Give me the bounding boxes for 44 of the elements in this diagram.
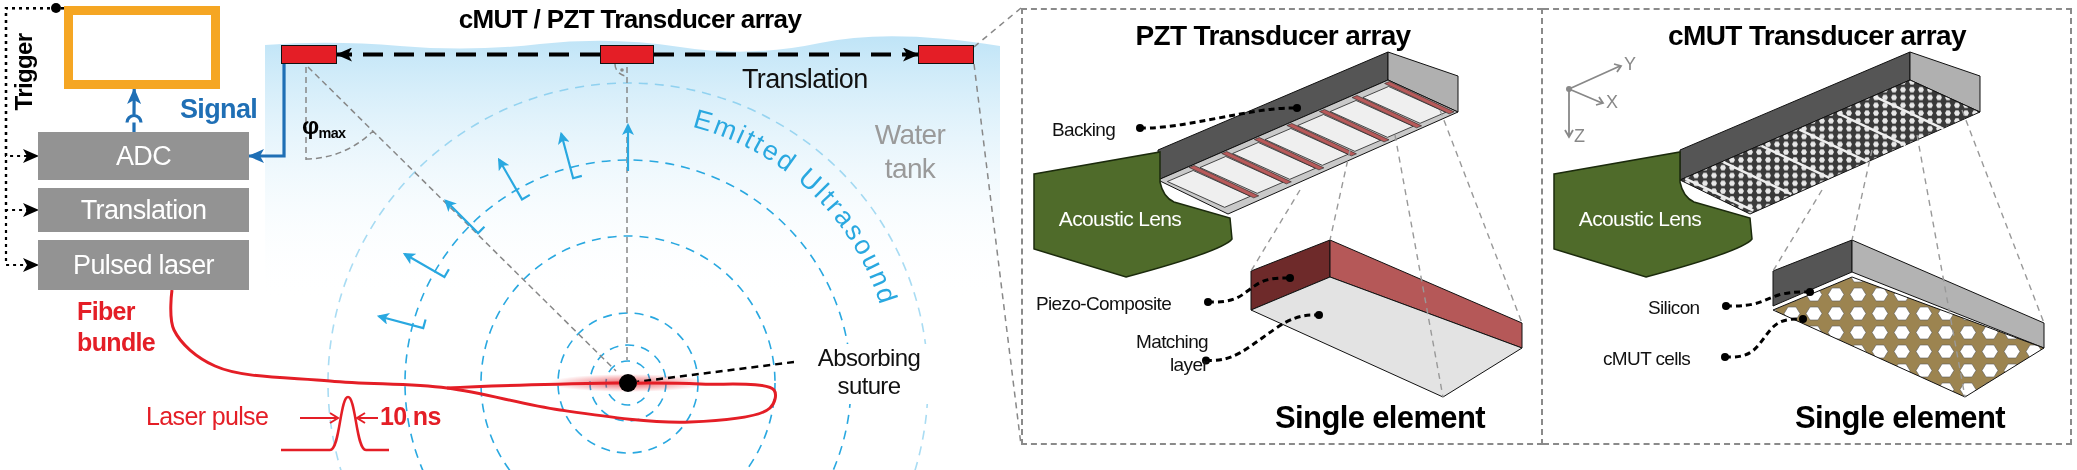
edge-label: Translation: [742, 64, 868, 95]
annotation-text: Laser pulse: [146, 402, 270, 432]
fiber-cable: [169, 289, 777, 424]
leader-line: [1721, 315, 1807, 361]
instrument-module: ADC: [38, 132, 249, 180]
annotation-text: Trigger: [9, 32, 38, 113]
leader-line: [1722, 288, 1814, 310]
transducer-element: [918, 45, 974, 64]
panel-title: cMUT Transducer array: [1668, 20, 1966, 52]
part-label: Piezo-Composite: [1036, 292, 1210, 316]
leader-line: [1136, 104, 1301, 132]
instrument-module: Translation: [38, 188, 249, 232]
arrow: [654, 47, 919, 62]
instrument-module: Pulsed laser: [38, 240, 249, 290]
axis-label: X: [1606, 92, 1619, 112]
panel-title: PZT Transducer array: [1135, 20, 1411, 52]
axis-label: Z: [1574, 126, 1586, 146]
annotation-text: cMUT / PZT Transducer array: [457, 4, 803, 36]
leader-line: [1202, 311, 1323, 365]
software-frame: [64, 6, 220, 89]
part-label: Silicon: [1648, 296, 1726, 320]
arrow: [4, 6, 64, 272]
arrow: [125, 87, 143, 134]
lens-label: Acoustic Lens: [1057, 207, 1183, 231]
zoom-line: [973, 7, 1022, 48]
annotation-text: Fiber bundle: [77, 296, 157, 358]
angle-label: φ$_{max}$: [302, 112, 347, 143]
panel-caption: Single element: [1795, 400, 2005, 436]
part-label: cMUT cells: [1603, 347, 1725, 371]
lens-label: Acoustic Lens: [1577, 207, 1703, 231]
transducer-element: [600, 45, 654, 64]
arrow: [248, 64, 286, 163]
edge-label: Signal: [180, 94, 258, 125]
leader-line: [1204, 274, 1294, 306]
annotation-text: 10 ns: [380, 402, 442, 432]
part-label: Matching layer: [1108, 330, 1208, 380]
detail-panel: [1543, 8, 2072, 445]
panel-caption: Single element: [1275, 400, 1485, 436]
part-label: Backing: [1052, 118, 1142, 142]
detail-panel: [1021, 8, 1543, 445]
arrow: [336, 47, 600, 62]
axis-label: Y: [1624, 54, 1637, 74]
transducer-element: [281, 45, 337, 64]
zoom-line: [636, 360, 795, 384]
